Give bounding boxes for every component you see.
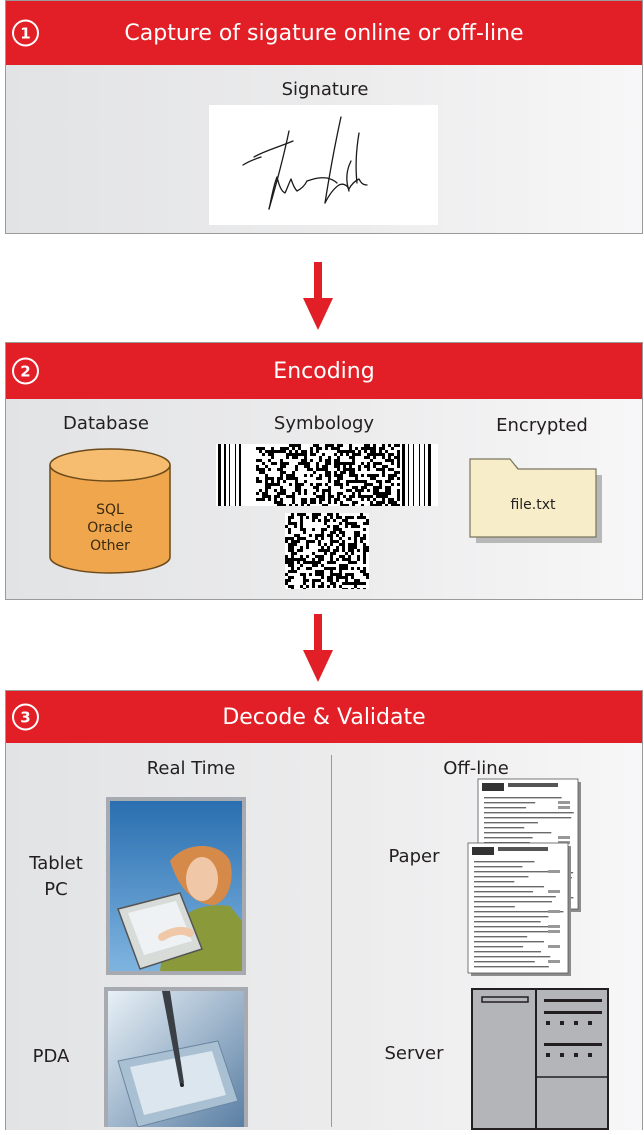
folder-icon: file.txt bbox=[468, 453, 608, 545]
realtime-label: Real Time bbox=[146, 758, 236, 779]
database-icon: SQL Oracle Other bbox=[48, 447, 172, 575]
database-label: Database bbox=[63, 413, 149, 434]
step1-panel: 1 Capture of sigature online or off-line… bbox=[5, 0, 643, 234]
barcode-icon bbox=[216, 444, 438, 507]
step2-header: 2 Encoding bbox=[6, 343, 642, 399]
arrow-down-icon bbox=[301, 614, 335, 682]
column-divider bbox=[331, 755, 332, 1127]
database-item: Oracle bbox=[87, 520, 133, 536]
server-icon bbox=[470, 987, 610, 1131]
step1-number-badge: 1 bbox=[12, 19, 39, 47]
database-item: Other bbox=[90, 538, 130, 554]
tablet-pc-label: Tablet PC bbox=[29, 853, 83, 900]
pda-label: PDA bbox=[32, 1046, 70, 1067]
step3-number-badge: 3 bbox=[12, 703, 39, 731]
step3-header: 3 Decode & Validate bbox=[6, 691, 642, 743]
step3-panel: 3 Decode & Validate Real Time Tablet PC … bbox=[5, 690, 643, 1130]
step3-title: Decode & Validate bbox=[222, 704, 426, 730]
paper-forms-icon bbox=[466, 777, 606, 977]
database-item: SQL bbox=[96, 502, 124, 518]
step1-title: Capture of sigature online or off-line bbox=[124, 20, 524, 46]
symbology-label: Symbology bbox=[273, 413, 375, 434]
paper-label: Paper bbox=[388, 846, 440, 867]
tablet-pc-photo bbox=[106, 797, 246, 975]
step2-panel: 2 Encoding Database SQL Oracle Other Sym… bbox=[5, 342, 643, 600]
step2-number-badge: 2 bbox=[12, 357, 39, 385]
signature-label: Signature bbox=[281, 79, 369, 100]
encrypted-label: Encrypted bbox=[496, 415, 588, 436]
folder-file-name: file.txt bbox=[510, 497, 556, 513]
step1-header: 1 Capture of sigature online or off-line bbox=[6, 1, 642, 65]
step2-title: Encoding bbox=[273, 358, 375, 384]
offline-label: Off-line bbox=[443, 758, 509, 779]
server-label: Server bbox=[384, 1043, 444, 1064]
arrow-down-icon bbox=[301, 262, 335, 330]
pda-photo bbox=[104, 987, 248, 1127]
signature-image bbox=[209, 105, 438, 225]
qr-code-icon bbox=[285, 513, 369, 591]
